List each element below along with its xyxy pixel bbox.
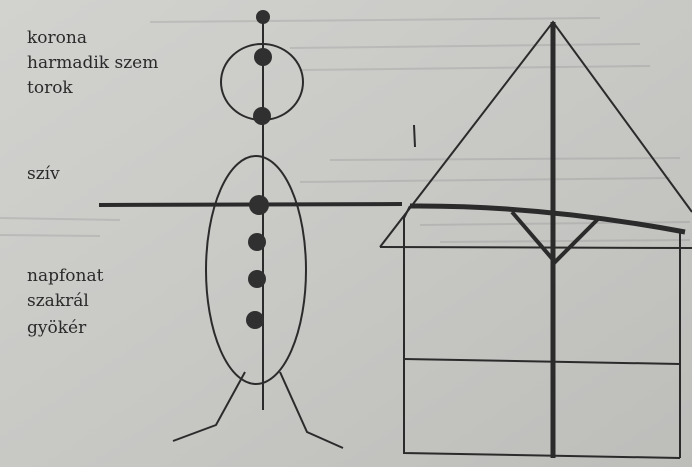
chakra-dot-harmadik-szem bbox=[254, 48, 272, 66]
label-napfonat: napfonat bbox=[27, 268, 103, 285]
label-korona: korona bbox=[27, 30, 87, 47]
chakra-dot-torok bbox=[253, 107, 271, 125]
small-tick-mark bbox=[414, 125, 415, 147]
label-gyoker: gyökér bbox=[27, 320, 86, 337]
chakra-dot-gyoker bbox=[246, 311, 264, 329]
chakra-dot-szakral bbox=[248, 270, 266, 288]
label-torok: torok bbox=[27, 80, 73, 97]
chakra-dot-korona bbox=[256, 10, 270, 24]
chakra-dot-sziv bbox=[249, 195, 269, 215]
roof-base-line bbox=[380, 247, 692, 248]
label-szakral: szakrál bbox=[27, 293, 89, 310]
label-sziv: szív bbox=[27, 166, 60, 183]
chakra-dot-napfonat bbox=[248, 233, 266, 251]
label-harmadik-szem: harmadik szem bbox=[27, 55, 158, 72]
